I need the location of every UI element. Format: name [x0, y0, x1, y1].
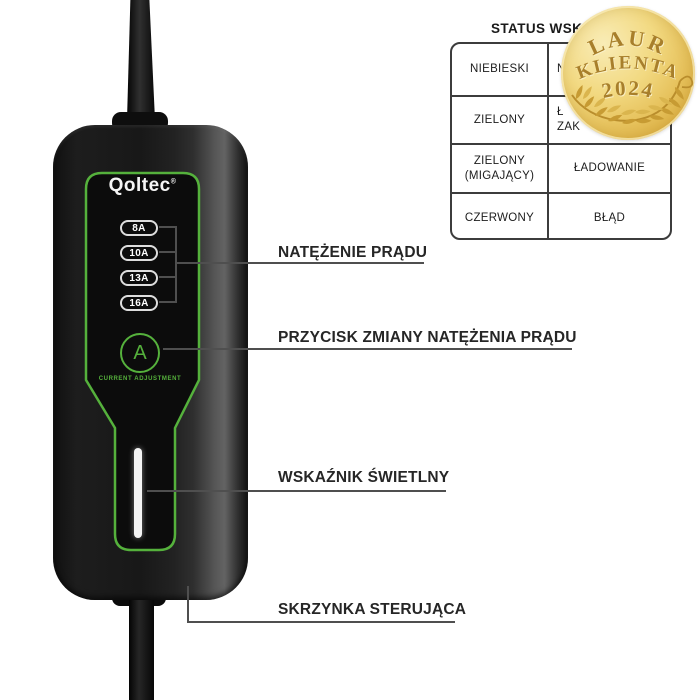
table-cell-color-4: CZERWONY: [452, 194, 549, 238]
table-cell-status-2: Ł ZAK: [549, 97, 670, 145]
amp-option-16a: 16A: [120, 295, 158, 311]
ev-charger-control-box: Qoltec® 8A 10A 13A 16A A CURRENT ADJUSTM…: [53, 125, 248, 600]
registered-trademark-icon: ®: [170, 178, 177, 186]
brand-logo: Qoltec®: [86, 175, 199, 197]
laurel-branch-icon: [571, 75, 694, 126]
label-control-box: SKRZYNKA STERUJĄCA: [278, 601, 467, 618]
table-cell-status-4: BŁĄD: [593, 211, 626, 224]
label-indicator: WSKAŹNIK ŚWIETLNY: [278, 469, 450, 486]
table-cell-color-1: NIEBIESKI: [452, 44, 549, 97]
badge-year: 2024: [600, 76, 655, 103]
svg-text:2024: 2024: [600, 76, 657, 103]
charging-cable-top: [127, 0, 155, 120]
badge-line2: KLIENTA: [574, 52, 681, 83]
status-table-title: STATUS WSK: [491, 21, 583, 36]
amp-option-13a: 13A: [120, 270, 158, 286]
status-light-bar: [134, 448, 142, 538]
brand-logo-text: Qoltec: [108, 175, 171, 196]
svg-text:2024: 2024: [601, 77, 658, 104]
color-3-line2: (MIGAJĄCY): [464, 169, 535, 182]
svg-text:KLIENTA: KLIENTA: [574, 52, 683, 83]
amp-option-8a: 8A: [120, 220, 158, 236]
status-2-line2: ZAK: [557, 121, 581, 133]
table-cell-color-3: ZIELONY (MIGAJĄCY): [452, 145, 549, 194]
status-2-line1: Ł: [557, 106, 564, 119]
laur-klienta-2024-badge: LAUR KLIENTA 2024 LAUR KLIENTA 2024: [561, 6, 695, 140]
label-amperage: NATĘŻENIE PRĄDU: [278, 244, 428, 261]
label-button: PRZYCISK ZMIANY NATĘŻENIA PRĄDU: [278, 329, 577, 346]
color-3-line1: ZIELONY: [473, 154, 526, 167]
badge-year-highlight: 2024: [601, 77, 656, 104]
amp-option-10a: 10A: [120, 245, 158, 261]
table-cell-status-3: ŁADOWANIE: [549, 145, 670, 194]
current-adjustment-caption: CURRENT ADJUSTMENT: [98, 376, 182, 382]
table-cell-color-2: ZIELONY: [452, 97, 549, 145]
current-adjustment-button: A: [120, 333, 160, 373]
badge-artwork: LAUR KLIENTA 2024 LAUR KLIENTA 2024: [571, 25, 694, 126]
charging-cable-bottom: [129, 598, 154, 700]
